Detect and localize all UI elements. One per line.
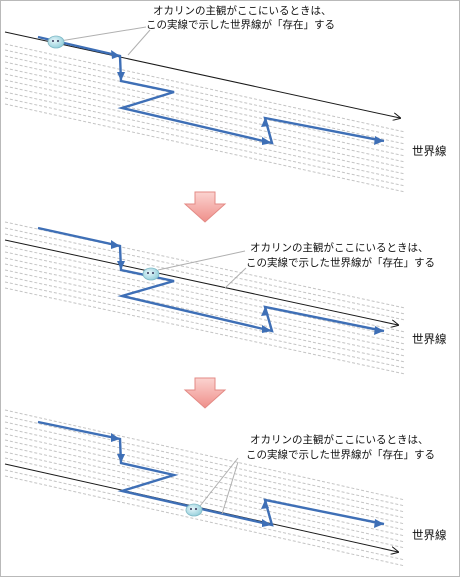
caption-line-1: オカリンの主観がここにいるときは、 xyxy=(153,4,332,17)
world-line-label: 世界線 xyxy=(412,528,447,542)
world-line-label: 世界線 xyxy=(412,144,447,158)
down-arrow-icon xyxy=(183,191,227,223)
down-arrow-icon xyxy=(183,377,227,409)
caption-line-1: オカリンの主観がここにいるときは、 xyxy=(250,433,429,446)
callout-leader xyxy=(199,457,239,507)
panel-2: オカリンの主観がここにいるときは、 この実線で示した世界線が「存在」する 世界線 xyxy=(4,221,447,375)
callout-leader xyxy=(59,26,147,42)
callout-leader xyxy=(221,461,239,515)
observer-blob-icon xyxy=(47,35,65,49)
caption-line-2: この実線で示した世界線が「存在」する xyxy=(246,448,435,461)
subjective-path xyxy=(37,35,385,145)
caption-line-2: この実線で示した世界線が「存在」する xyxy=(146,18,335,31)
caption-line-1: オカリンの主観がここにいるときは、 xyxy=(250,241,429,254)
observer-blob-icon xyxy=(142,267,160,281)
callout-leader xyxy=(127,29,151,56)
panel-1: オカリンの主観がここにいるときは、 この実線で示した世界線が「存在」する 世界線 xyxy=(4,4,447,193)
observer-blob-icon xyxy=(185,503,203,517)
current-world-line xyxy=(4,31,400,118)
panel-3: オカリンの主観がここにいるときは、 この実線で示した世界線が「存在」する 世界線 xyxy=(4,409,447,567)
path-arrowheads xyxy=(111,433,384,528)
caption-line-2: この実線で示した世界線が「存在」する xyxy=(246,256,435,269)
callout-leader xyxy=(224,267,247,289)
world-line-label: 世界線 xyxy=(412,332,447,346)
current-world-line xyxy=(4,239,398,325)
callout-leader xyxy=(157,250,246,271)
parallel-world-lines xyxy=(4,43,406,193)
path-arrowheads xyxy=(111,240,384,335)
path-arrowheads xyxy=(111,50,384,145)
parallel-world-lines xyxy=(4,221,406,375)
